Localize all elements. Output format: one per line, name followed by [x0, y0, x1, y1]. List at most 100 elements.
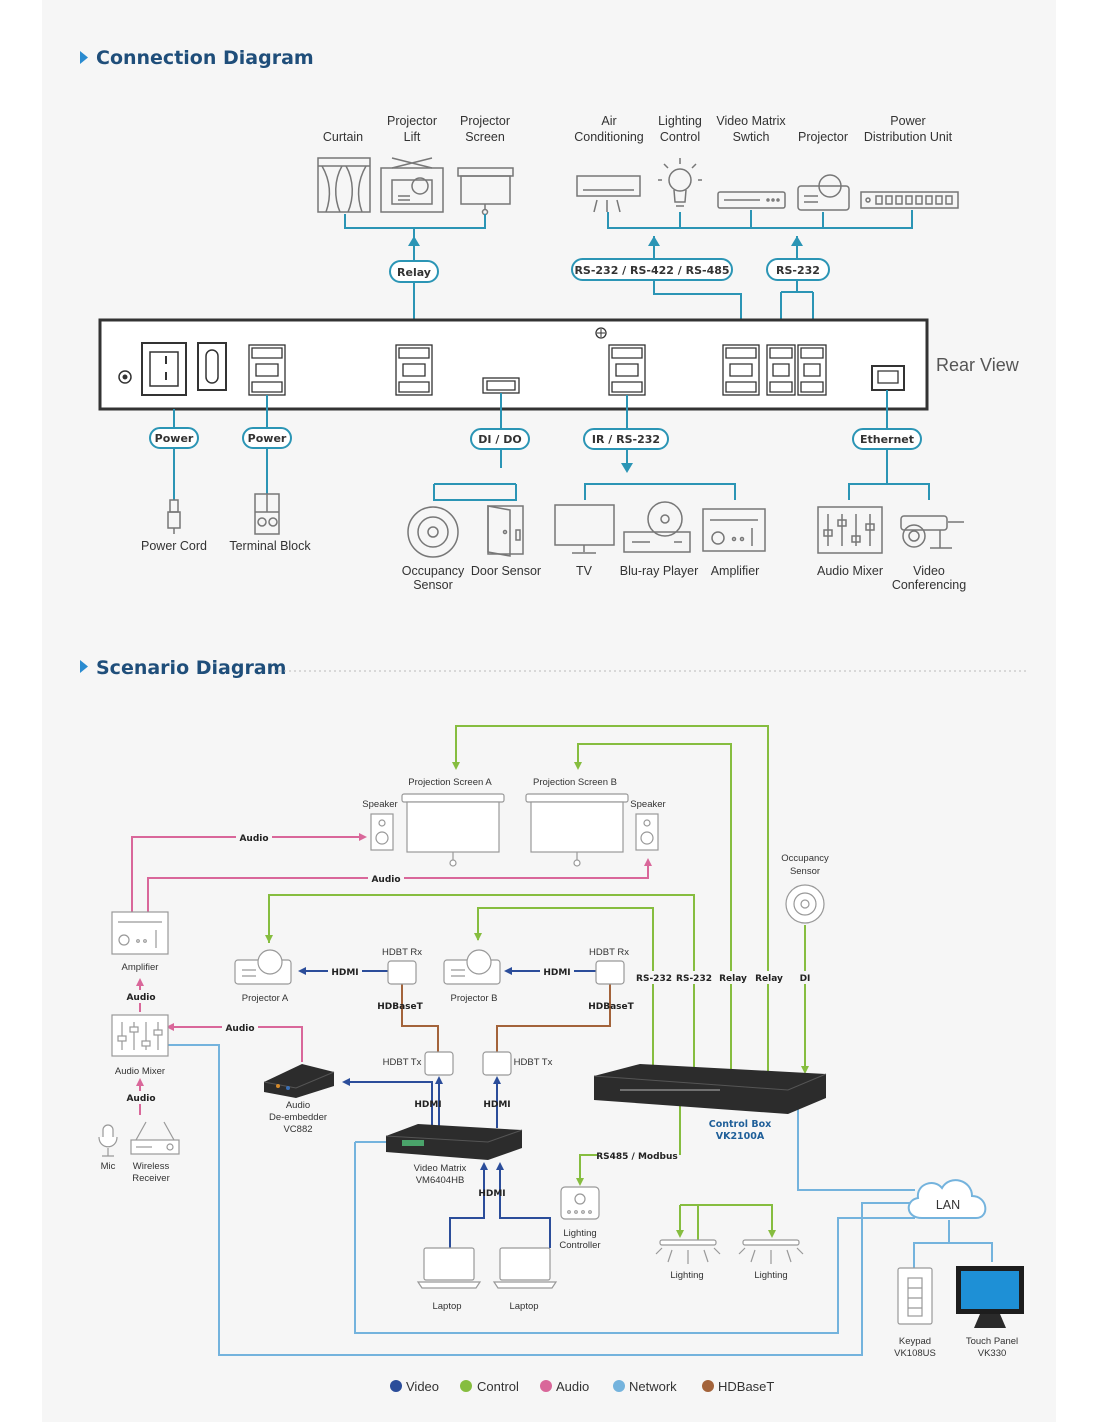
- label-hdbt-rx-b: HDBT Rx: [589, 947, 629, 958]
- label-air-1: Air: [601, 114, 616, 128]
- laptop-2-icon: [492, 1247, 558, 1289]
- video-matrix-icon: [385, 1124, 523, 1160]
- label-projector-screen-1: Projector: [460, 114, 510, 128]
- svg-text:Power: Power: [248, 432, 287, 445]
- link-rs232-b: RS-232: [676, 974, 712, 984]
- legend-dot-hdbaset: [702, 1380, 714, 1392]
- projection-screen-b-icon: [525, 793, 629, 867]
- label-hdbt-rx-a: HDBT Rx: [382, 947, 422, 958]
- video-conferencing-icon: [900, 515, 964, 549]
- hdbaset-lines: [401, 984, 611, 1052]
- projector-screen-icon: [457, 167, 514, 216]
- link-hdbaset-a: HDBaseT: [377, 1002, 423, 1012]
- label-speaker-right: Speaker: [630, 799, 665, 810]
- power-switch-icon: [197, 342, 227, 391]
- connection-title: Connection Diagram: [96, 47, 314, 69]
- scenario-title: Scenario Diagram: [96, 657, 286, 679]
- label-lighting-1: Lighting: [670, 1270, 703, 1281]
- link-di: DI: [800, 974, 811, 984]
- legend-item-audio: Audio: [540, 1379, 589, 1394]
- lighting-controller-icon: [560, 1186, 600, 1220]
- link-relay-a: Relay: [719, 974, 747, 984]
- hdbt-tx-a: [424, 1051, 454, 1076]
- label-de-embedder-1: Audio: [286, 1100, 310, 1111]
- label-power-cord: Power Cord: [141, 539, 207, 553]
- label-hdbt-tx-a: HDBT Tx: [383, 1057, 422, 1068]
- pill-ethernet: Ethernet: [852, 428, 922, 450]
- legend-dot-audio: [540, 1380, 552, 1392]
- power-inlet-icon: [141, 342, 187, 396]
- label-projector-lift-1: Projector: [387, 114, 437, 128]
- pill-power-2: Power: [242, 427, 292, 449]
- label-lighting-2: Lighting: [754, 1270, 787, 1281]
- network-lines: [167, 1044, 993, 1356]
- label-projector: Projector: [798, 130, 848, 144]
- projection-screen-a-icon: [401, 793, 505, 867]
- curtain-icon: [317, 157, 371, 213]
- label-occupancy-2: Sensor: [413, 578, 453, 592]
- label-mic: Mic: [101, 1161, 116, 1172]
- label-keypad-1: Keypad: [899, 1336, 931, 1347]
- ir-arrow-icon: [621, 463, 633, 473]
- link-audio-2: Audio: [371, 875, 400, 885]
- link-audio-3: Audio: [126, 993, 155, 1003]
- label-lighting-control-2: Control: [660, 130, 700, 144]
- svg-text:Ethernet: Ethernet: [860, 433, 914, 446]
- link-hdmi-tx-a: HDMI: [414, 1100, 441, 1110]
- label-pdu-1: Power: [890, 114, 925, 128]
- legend-dot-control: [460, 1380, 472, 1392]
- label-control-box-2: VK2100A: [716, 1131, 765, 1142]
- projector-a-icon: [234, 949, 292, 985]
- label-bluray: Blu-ray Player: [620, 564, 699, 578]
- terminal-block-icon: [254, 493, 280, 535]
- section-marker-icon: [80, 660, 88, 673]
- control-box-icon: [593, 1064, 827, 1114]
- terminal-block-relay: [395, 344, 433, 396]
- tv-icon: [554, 504, 615, 554]
- label-projector-screen-2: Screen: [465, 130, 505, 144]
- serial-bus: [607, 210, 913, 229]
- occupancy-sensor-icon: [785, 884, 825, 924]
- label-laptop-1: Laptop: [432, 1301, 461, 1312]
- svg-text:Relay: Relay: [397, 266, 431, 279]
- projector-lift-icon: [380, 157, 444, 213]
- amplifier-icon: [702, 508, 766, 552]
- control-lines: [268, 725, 806, 1241]
- link-rs232-a: RS-232: [636, 974, 672, 984]
- label-touch-panel-2: VK330: [978, 1348, 1007, 1359]
- de-embedder-icon: [263, 1064, 335, 1098]
- svg-text:IR / RS-232: IR / RS-232: [592, 433, 660, 446]
- video-lines: [300, 970, 596, 1248]
- label-video-matrix-2: VM6404HB: [416, 1175, 465, 1186]
- svg-text:Audio: Audio: [556, 1379, 589, 1394]
- label-laptop-2: Laptop: [509, 1301, 538, 1312]
- hdbt-rx-a: [387, 960, 417, 985]
- pill-relay: Relay: [389, 260, 439, 283]
- legend-dot-video: [390, 1380, 402, 1392]
- audio-mixer-icon: [111, 1014, 169, 1057]
- label-door-sensor: Door Sensor: [471, 564, 541, 578]
- projector-icon: [797, 174, 850, 211]
- keypad-icon: [897, 1267, 933, 1325]
- label-wireless-2: Receiver: [132, 1173, 170, 1184]
- rear-view-label: Rear View: [936, 355, 1020, 375]
- legend-item-control: Control: [460, 1379, 519, 1394]
- label-video-conf-1: Video: [913, 564, 945, 578]
- label-pdu-2: Distribution Unit: [864, 130, 953, 144]
- link-hdmi-in: HDMI: [478, 1189, 505, 1199]
- air-conditioner-icon: [576, 175, 641, 213]
- label-lighting-control-1: Lighting: [658, 114, 702, 128]
- hdbt-tx-b: [482, 1051, 512, 1076]
- audio-arrows: [136, 833, 652, 1086]
- wireless-receiver-icon: [130, 1121, 180, 1155]
- audio-mixer-icon: [817, 506, 883, 554]
- legend-dot-network: [613, 1380, 625, 1392]
- link-rs485: RS485 / Modbus: [596, 1152, 678, 1162]
- label-screen-a: Projection Screen A: [408, 777, 492, 788]
- label-de-embedder-3: VC882: [283, 1124, 312, 1135]
- label-video-matrix-1: Video Matrix: [716, 114, 786, 128]
- link-audio-1: Audio: [239, 834, 268, 844]
- light-bulb-icon: [658, 158, 702, 207]
- terminal-block-rs232-1: [766, 344, 796, 396]
